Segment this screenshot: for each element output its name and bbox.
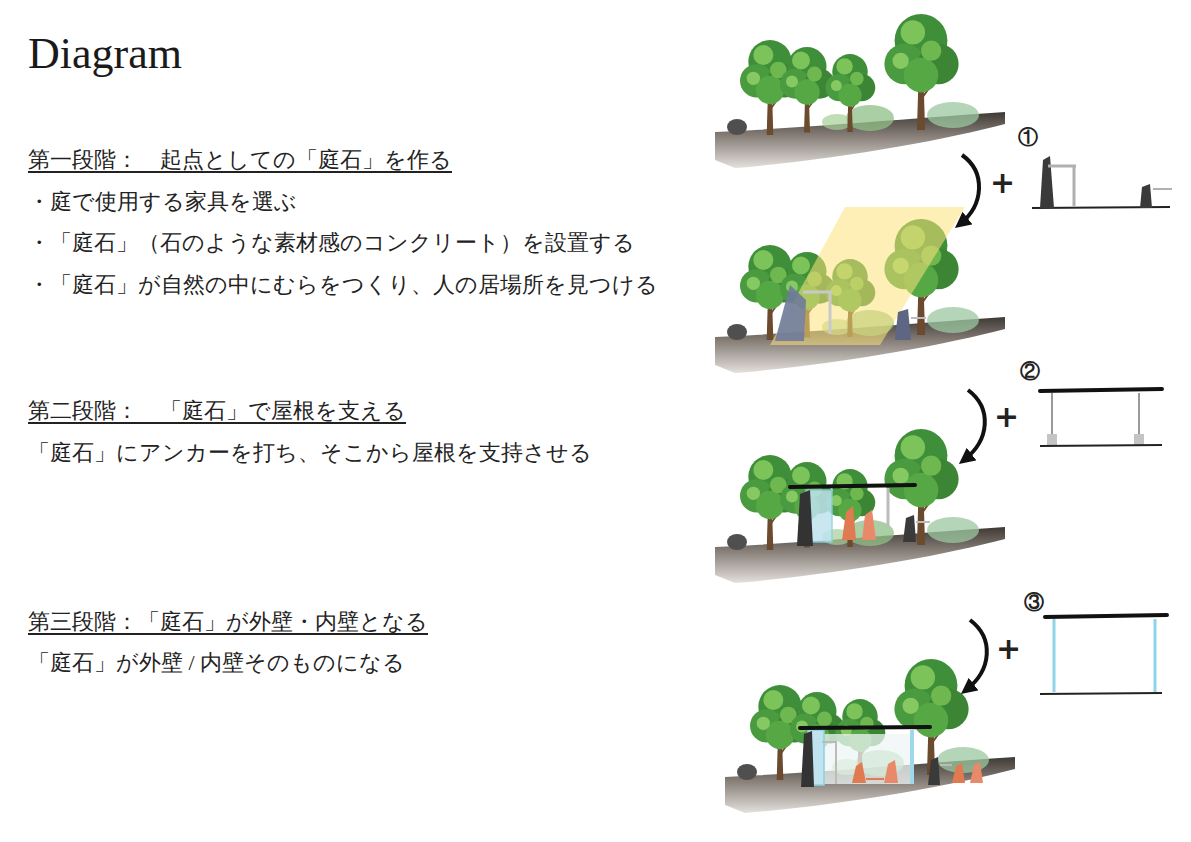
bullet-text: ・「庭石」が自然の中にむらをつくり、人の居場所を見つける [28,271,658,299]
body-text: 「庭石」にアンカーを打ち、そこから屋根を支持させる [28,439,592,467]
callout-number: ③ [1024,590,1044,615]
callout-number: ② [1020,359,1040,384]
stage-heading: 第三段階：「庭石」が外壁・内壁となる [28,608,428,636]
stage-heading: 第二段階： 「庭石」で屋根を支える [28,397,406,425]
callout-number: ① [1018,125,1038,150]
stage-heading: 第一段階： 起点としての「庭石」を作る [28,146,452,174]
plus-sign: + [996,630,1021,668]
plus-sign: + [990,164,1015,202]
bullet-text: ・「庭石」（石のような素材感のコンクリート）を設置する [28,229,635,257]
plus-sign: + [994,398,1019,436]
body-text: 「庭石」が外壁 / 内壁そのものになる [28,649,405,677]
bullet-text: ・庭で使用する家具を選ぶ [28,188,297,216]
page-title: Diagram [28,26,182,81]
